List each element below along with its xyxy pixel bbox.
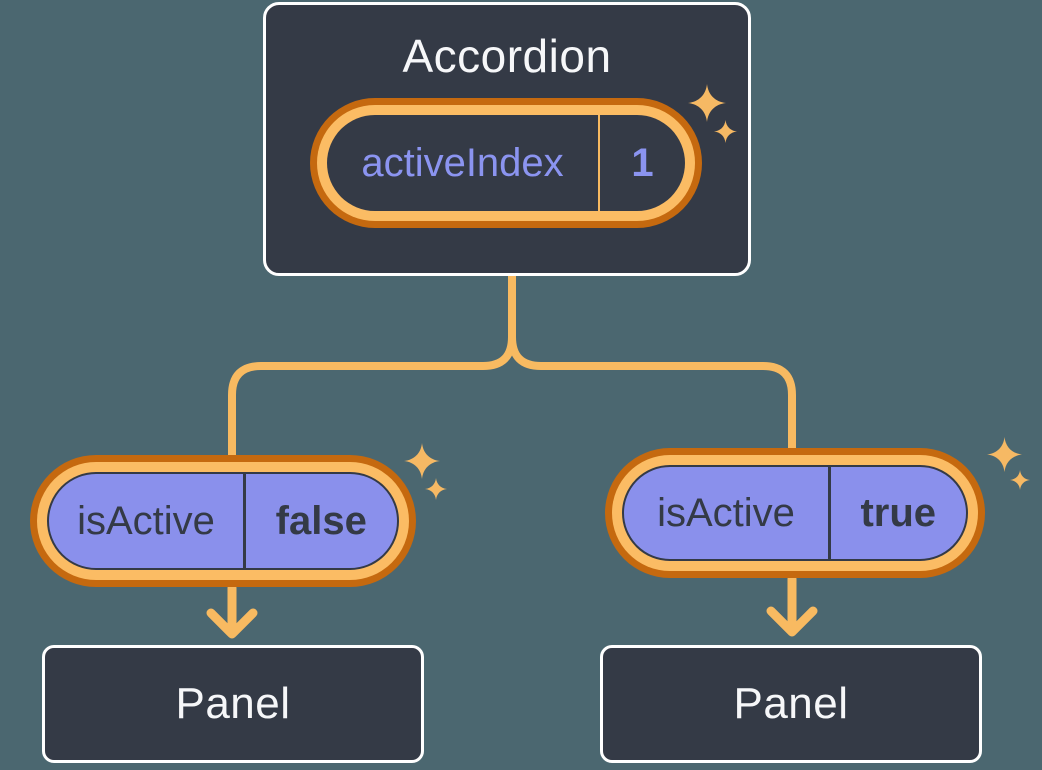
prop-pill-ring: isActive false	[37, 462, 409, 580]
prop-name: isActive	[77, 498, 215, 543]
down-arrow-icon	[206, 583, 258, 639]
panel-title: Panel	[733, 679, 849, 728]
sparkle-icon	[404, 443, 440, 479]
pill-divider	[598, 115, 600, 211]
prop-pill-core: isActive true	[622, 465, 968, 561]
accordion-component-card: Accordion activeIndex 1	[263, 2, 751, 276]
connector-right-branch	[508, 273, 796, 449]
panel-card: Panel	[42, 645, 424, 763]
connector-left-branch	[228, 273, 516, 456]
sparkle-icon	[714, 120, 737, 143]
component-title: Accordion	[402, 30, 612, 82]
prop-pill-ring: isActive true	[612, 455, 978, 571]
prop-name: isActive	[657, 490, 795, 535]
state-value: 1	[631, 140, 654, 185]
state-pill: activeIndex 1	[310, 98, 702, 228]
prop-pill-isactive-false: isActive false	[30, 455, 416, 587]
prop-pill-isactive-true: isActive true	[605, 448, 985, 578]
pill-divider	[243, 474, 246, 568]
panel-title: Panel	[175, 679, 291, 728]
panel-card: Panel	[600, 645, 982, 763]
state-pill-core: activeIndex 1	[327, 115, 685, 211]
state-pill-ring: activeIndex 1	[317, 105, 695, 221]
prop-pill-core: isActive false	[47, 472, 399, 570]
sparkle-icon	[987, 437, 1022, 472]
sparkle-icon	[425, 478, 447, 500]
prop-value: false	[275, 498, 367, 543]
pill-divider	[828, 467, 831, 559]
down-arrow-icon	[766, 574, 818, 637]
state-name: activeIndex	[361, 140, 564, 185]
sparkle-icon	[688, 84, 726, 122]
prop-value: true	[860, 490, 937, 535]
sparkle-icon	[1010, 470, 1030, 490]
